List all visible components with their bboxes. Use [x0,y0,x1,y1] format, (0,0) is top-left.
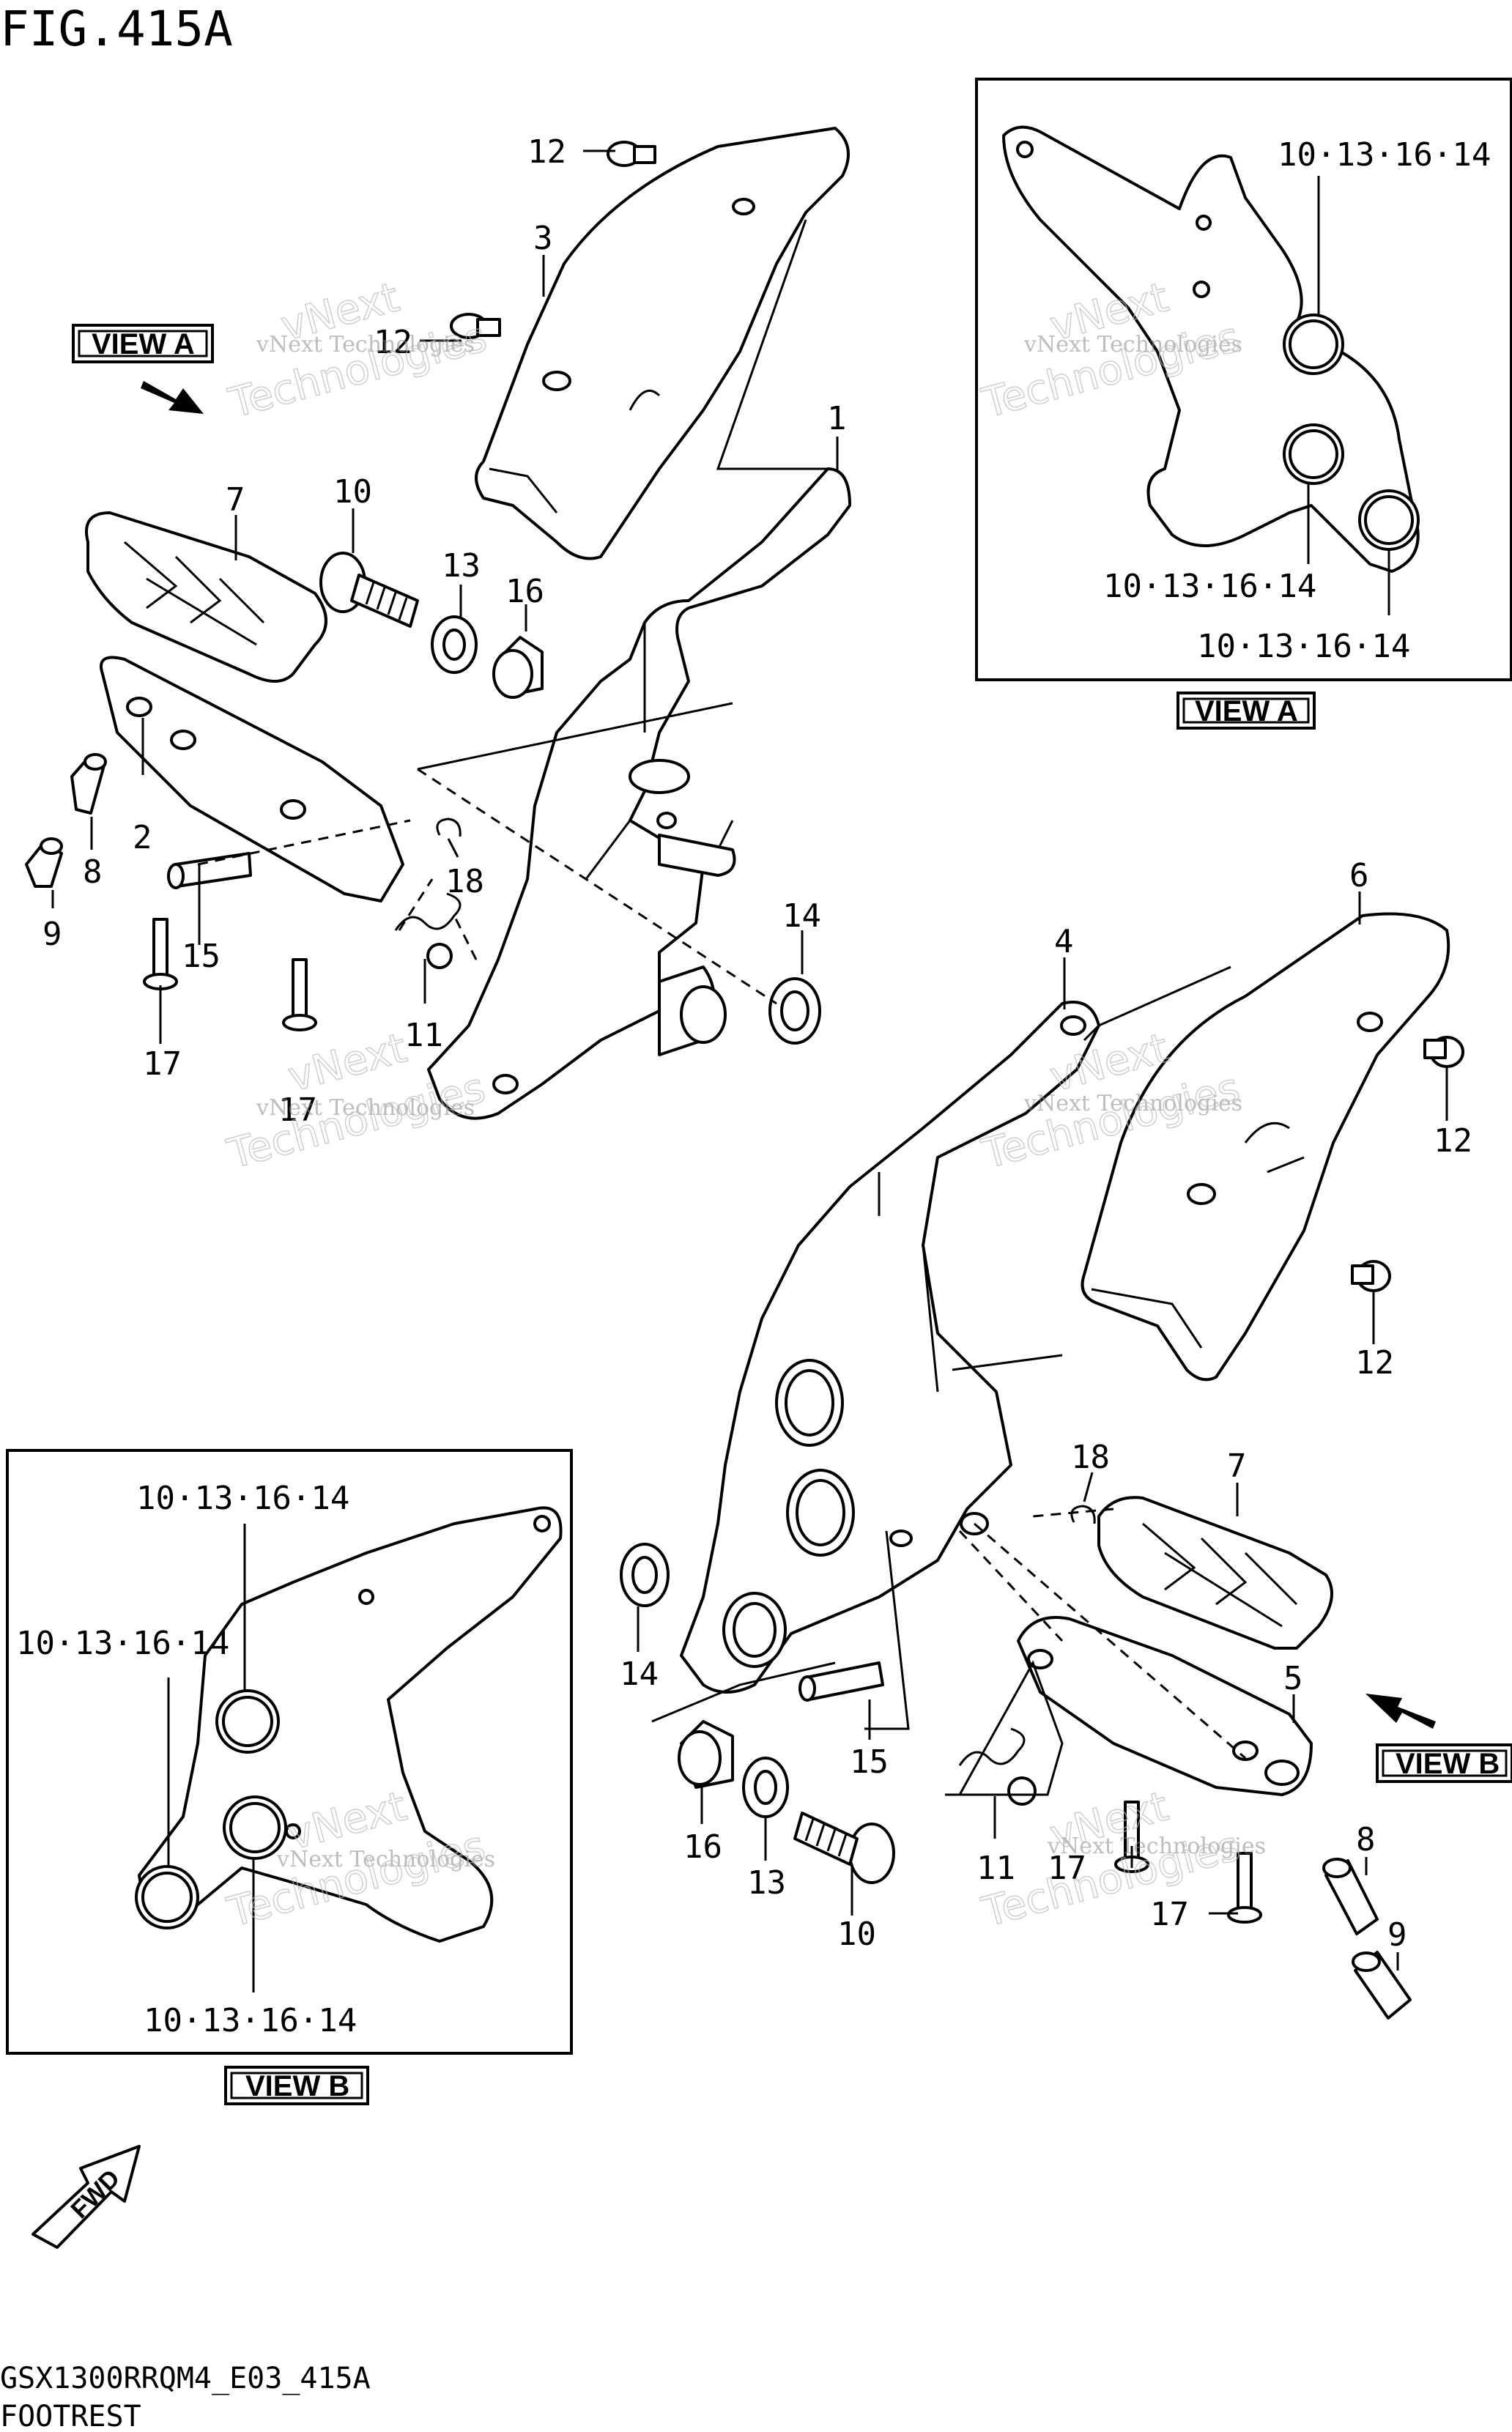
view-a-callout-middle: 10·13·16·14 [1103,568,1316,605]
callout-9a: 9 [42,916,62,953]
view-a-inset: 10·13·16·14 10·13·16·14 10·13·16·14 [975,78,1512,681]
part-8-bolt-lower [1322,1858,1379,1935]
svg-text:vNext Technologies: vNext Technologies [1023,332,1242,357]
callout-18b: 18 [1071,1439,1110,1476]
callout-3: 3 [533,220,553,257]
view-b-callout-top: 10·13·16·14 [136,1480,349,1517]
callout-12d: 12 [1355,1344,1394,1382]
part-10-bolt-lower [793,1812,895,1884]
callout-12c: 12 [1434,1122,1472,1160]
view-a-tag-lower: VIEW A [1176,692,1316,730]
view-b-callout-left: 10·13·16·14 [16,1625,229,1662]
callout-13b: 13 [747,1864,786,1902]
view-b-callout-bottom: 10·13·16·14 [144,2002,357,2039]
callout-15a: 15 [182,938,220,975]
callout-14b: 14 [620,1656,659,1693]
callout-8a: 8 [83,853,103,891]
figure-title: FIG.415A [0,1,233,57]
callout-7a: 7 [226,481,245,519]
part-11-spring-lower [958,1727,1037,1806]
callout-12a: 12 [527,133,566,171]
view-a-tag-left: VIEW A [72,324,214,414]
svg-text:vNext Technologies: vNext Technologies [1023,1091,1242,1116]
part-11-spring-upper [394,892,462,969]
part-2-footpeg [100,656,404,902]
callout-1: 1 [827,400,847,437]
callout-2: 2 [133,819,152,856]
part-14-washer-lower [620,1543,670,1607]
callout-14a: 14 [782,897,821,935]
callout-13a: 13 [442,547,481,585]
view-a-callout-bottom: 10·13·16·14 [1197,628,1410,665]
view-b-tag-lower: VIEW B [224,2066,369,2105]
svg-text:VIEW B: VIEW B [245,2070,349,2102]
callout-8b: 8 [1356,1821,1376,1858]
part-1-bracket [427,467,851,1120]
callout-15b: 15 [850,1743,889,1781]
fwd-arrow: FWD [32,2145,141,2249]
part-17-screw-lower-b [1227,1852,1262,1924]
leader-lines [51,149,1448,1971]
part-14-washer-upper [768,977,821,1045]
part-3-heel-guard [475,127,850,560]
part-13-washer-upper [431,615,478,674]
part-7-rubber-lower [1097,1496,1333,1650]
callout-10b: 10 [837,1916,876,1953]
part-16-bushing-lower [678,1720,734,1789]
part-12-bolt-c [1423,1036,1464,1068]
part-12-bolt-b [450,313,501,339]
callout-17b: 17 [278,1091,317,1129]
view-b-inset: 10·13·16·14 10·13·16·14 10·13·16·14 [6,1449,573,2055]
callout-11b: 11 [976,1850,1015,1887]
callout-5: 5 [1283,1660,1303,1697]
callout-4: 4 [1054,923,1074,960]
part-10-bolt-upper [319,552,419,628]
part-17-screw-upper-a [143,918,178,990]
part-18-clip-upper [436,818,462,837]
footer-code: GSX1300RRQM4_E03_415A [0,2362,371,2395]
footer-name: FOOTREST [0,2400,141,2432]
callout-6: 6 [1349,857,1369,894]
callout-11a: 11 [404,1017,443,1054]
part-12-bolt-d [1351,1260,1391,1292]
svg-text:vNext Technologies: vNext Technologies [256,1095,475,1121]
part-6-heel-guard [1081,912,1450,1382]
part-9-nut-upper [25,837,63,888]
view-b-tag-right: VIEW B [1365,1694,1512,1783]
part-15-pin-lower [804,1661,884,1701]
svg-text:VIEW A: VIEW A [1195,695,1298,727]
callout-17c: 17 [1048,1850,1086,1887]
part-17-screw-upper-b [282,958,317,1031]
callout-12b: 12 [374,324,412,361]
part-13-washer-lower [742,1757,789,1818]
part-9-nut-lower [1352,1951,1412,2020]
callout-16a: 16 [505,573,544,610]
callout-16b: 16 [683,1828,722,1866]
part-8-bolt-upper [70,753,107,815]
svg-text:VIEW B: VIEW B [1396,1748,1500,1780]
part-18-clip-lower [1070,1505,1096,1524]
svg-text:VIEW A: VIEW A [92,328,195,360]
svg-text:vNext Technologies: vNext Technologies [1047,1834,1266,1859]
part-16-bushing-upper [492,636,544,699]
svg-text:vNext Technologies: vNext Technologies [256,332,475,357]
callout-10a: 10 [333,473,372,511]
callout-7b: 7 [1227,1447,1247,1485]
callout-17a: 17 [143,1045,182,1083]
callout-18a: 18 [445,863,484,900]
part-12-bolt-a [607,141,656,167]
part-15-pin-upper [174,852,252,888]
view-a-callout-top: 10·13·16·14 [1278,136,1491,174]
callout-17d: 17 [1150,1896,1189,1933]
part-7-rubber-upper [85,511,327,683]
callout-9b: 9 [1387,1916,1407,1954]
svg-text:vNext Technologies: vNext Technologies [276,1847,495,1872]
callout-numbers: 1 2 3 4 5 6 7 7 8 8 9 9 10 10 11 11 12 1… [42,133,1472,1954]
